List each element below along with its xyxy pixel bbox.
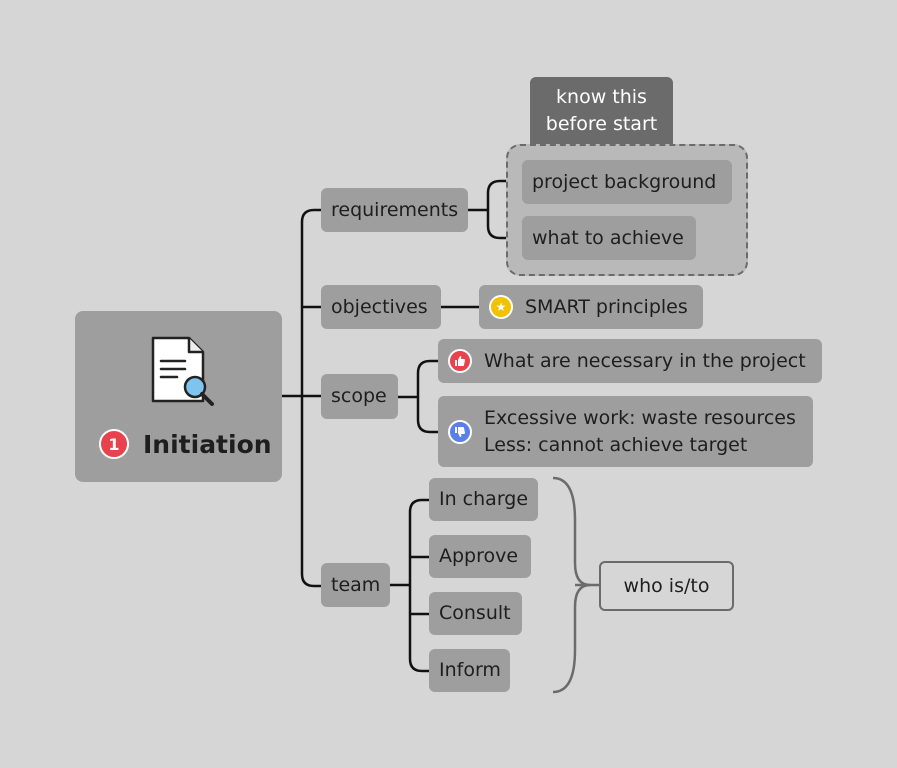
root-title-row: 1 Initiation <box>99 429 272 459</box>
document-search-icon <box>149 335 217 409</box>
branch-requirements-label: requirements <box>331 198 459 221</box>
branch-scope-label: scope <box>331 385 387 407</box>
connector-team-children <box>408 498 429 673</box>
topic-project-background[interactable]: project background <box>522 160 732 204</box>
callout-line-1: know this <box>556 85 647 108</box>
topic-smart-principles-label: SMART principles <box>525 295 688 318</box>
topic-necessary-label: What are necessary in the project <box>484 349 806 372</box>
topic-in-charge-label: In charge <box>439 488 529 510</box>
team-summary[interactable]: who is/to <box>599 561 734 611</box>
callout-line-2: before start <box>545 112 658 135</box>
topic-consult-label: Consult <box>439 602 511 624</box>
topic-excessive-line: Excessive work: waste resources <box>484 406 796 429</box>
connector-scope-children <box>416 359 438 434</box>
topic-excessive-less-text: Excessive work: waste resources Less: ca… <box>484 405 796 459</box>
branch-objectives-label: objectives <box>331 295 428 318</box>
topic-necessary[interactable]: What are necessary in the project <box>438 339 822 383</box>
branch-team[interactable]: team <box>321 563 390 607</box>
root-topic[interactable]: 1 Initiation <box>75 311 282 482</box>
connector-req-children <box>486 179 522 240</box>
topic-inform-label: Inform <box>439 659 501 681</box>
team-summary-label: who is/to <box>623 575 710 597</box>
topic-inform[interactable]: Inform <box>429 649 510 692</box>
requirements-callout[interactable]: know this before start <box>530 77 673 144</box>
topic-consult[interactable]: Consult <box>429 592 522 635</box>
topic-what-to-achieve[interactable]: what to achieve <box>522 216 696 260</box>
topic-in-charge[interactable]: In charge <box>429 478 538 521</box>
topic-less-line: Less: cannot achieve target <box>484 433 748 456</box>
branch-team-label: team <box>331 573 381 596</box>
topic-project-background-label: project background <box>532 170 717 193</box>
priority-1-icon: 1 <box>99 429 129 459</box>
thumbs-down-icon <box>448 419 472 444</box>
root-title: Initiation <box>143 429 272 459</box>
topic-excessive-less[interactable]: Excessive work: waste resources Less: ca… <box>438 396 813 467</box>
connector-root-spine <box>300 208 322 588</box>
topic-smart-principles[interactable]: ★ SMART principles <box>479 285 703 329</box>
branch-objectives[interactable]: objectives <box>321 285 441 329</box>
branch-scope[interactable]: scope <box>321 374 398 419</box>
star-icon: ★ <box>489 295 513 319</box>
topic-approve-label: Approve <box>439 545 519 567</box>
branch-requirements[interactable]: requirements <box>321 188 468 232</box>
topic-what-to-achieve-label: what to achieve <box>532 226 684 249</box>
thumbs-up-icon <box>448 349 472 373</box>
topic-approve[interactable]: Approve <box>429 535 531 578</box>
